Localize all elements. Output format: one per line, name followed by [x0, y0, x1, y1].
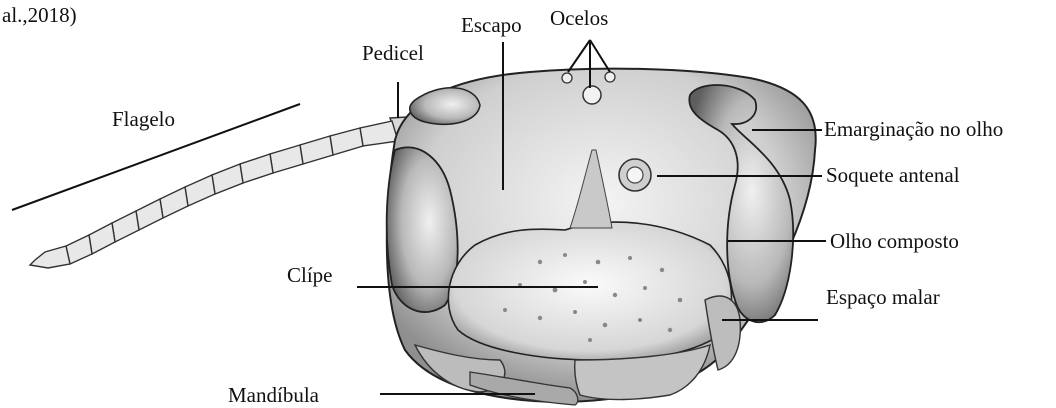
label-mandibula: Mandíbula	[228, 383, 320, 407]
citation-fragment: al.,2018)	[2, 3, 77, 27]
ocelos-leader-left	[568, 40, 590, 72]
label-emarginacao: Emarginação no olho	[824, 117, 1003, 141]
label-pedicel: Pedicel	[362, 41, 424, 65]
label-olho: Olho composto	[830, 229, 959, 253]
label-ocelos: Ocelos	[550, 6, 608, 30]
label-flagelo: Flagelo	[112, 107, 175, 131]
head-illustration	[387, 69, 816, 405]
label-malar: Espaço malar	[826, 285, 940, 309]
ocelos-leader-right	[590, 40, 610, 72]
label-soquete: Soquete antenal	[826, 163, 960, 187]
label-clipe: Clípe	[287, 263, 333, 287]
label-escapo: Escapo	[461, 13, 522, 37]
